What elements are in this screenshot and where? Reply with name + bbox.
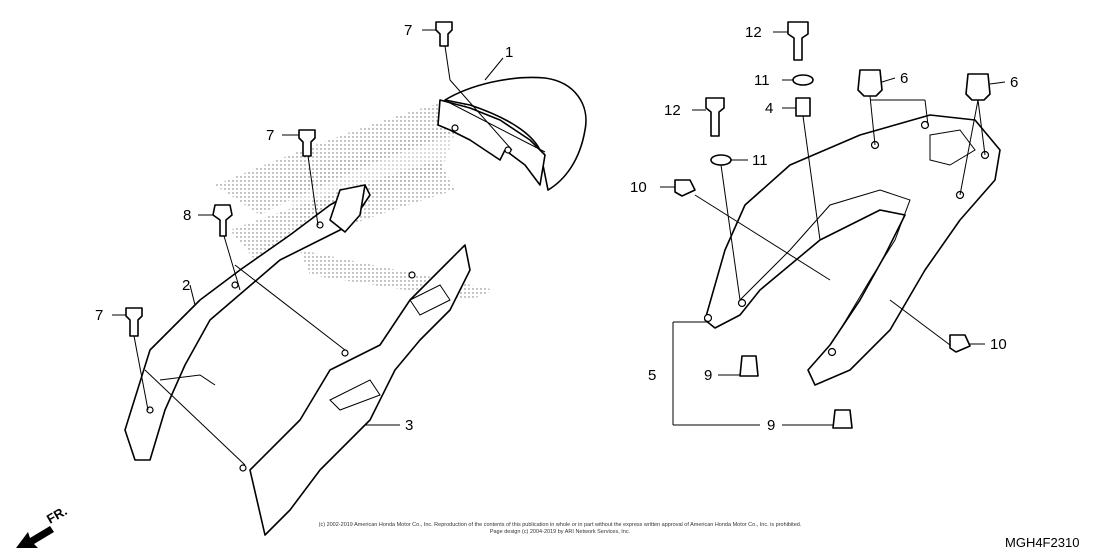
part-10-nut-right [949,334,971,353]
callout-11-left: 11 [752,152,768,169]
callout-10-right: 10 [990,336,1007,353]
front-direction-arrow-icon: FR. [16,503,70,548]
copyright-line-2: Page design (c) 2004-2019 by ARI Network… [489,529,631,535]
part-10-nut-left [674,179,696,197]
callout-3: 3 [405,417,413,434]
part-6-cap-center [857,69,883,97]
callout-8: 8 [183,207,191,224]
callout-4: 4 [765,100,773,117]
part-7-screw-middle [298,129,316,157]
part-11-washer-left [710,154,732,166]
callout-7-top: 7 [404,22,412,39]
part-7-screw-top [435,21,453,47]
callout-6-center: 6 [900,70,908,87]
copyright-line-1: (c) 2002-2019 American Honda Motor Co., … [318,522,802,528]
part-4-collar [795,97,811,117]
callout-9-lower: 9 [767,417,775,434]
part-9-nut-upper [739,355,759,377]
callout-1: 1 [505,44,513,61]
callout-12-top: 12 [745,24,762,41]
leader-lines [112,29,1006,466]
callout-5: 5 [648,367,656,384]
part-6-cap-right [965,73,991,101]
callout-12-left: 12 [664,102,681,119]
callout-6-right: 6 [1010,74,1018,91]
front-direction-label: FR. [44,503,70,526]
part-grab-rail [703,114,1001,386]
callout-9-upper: 9 [704,367,712,384]
callout-11-top: 11 [754,72,770,89]
part-3-side-cover [239,244,471,536]
part-7-screw-left [125,307,143,337]
callout-2: 2 [182,277,190,294]
part-8-clip [212,204,233,237]
callout-7-left: 7 [95,307,103,324]
part-12-bolt-top [787,21,809,61]
part-9-nut-lower [832,409,853,429]
part-2-side-frame [124,184,371,461]
callout-10-left: 10 [630,179,647,196]
part-12-bolt-left [705,97,725,137]
copyright-notice: (c) 2002-2019 American Honda Motor Co., … [300,522,820,536]
callout-7-middle: 7 [266,127,274,144]
callout-labels: 1 2 3 4 5 6 6 7 7 7 8 9 9 10 10 11 11 12… [95,22,1018,434]
part-1-rear-cowl [437,76,587,191]
diagram-code: MGH4F2310 [1005,535,1080,550]
part-11-washer-top [792,74,814,86]
